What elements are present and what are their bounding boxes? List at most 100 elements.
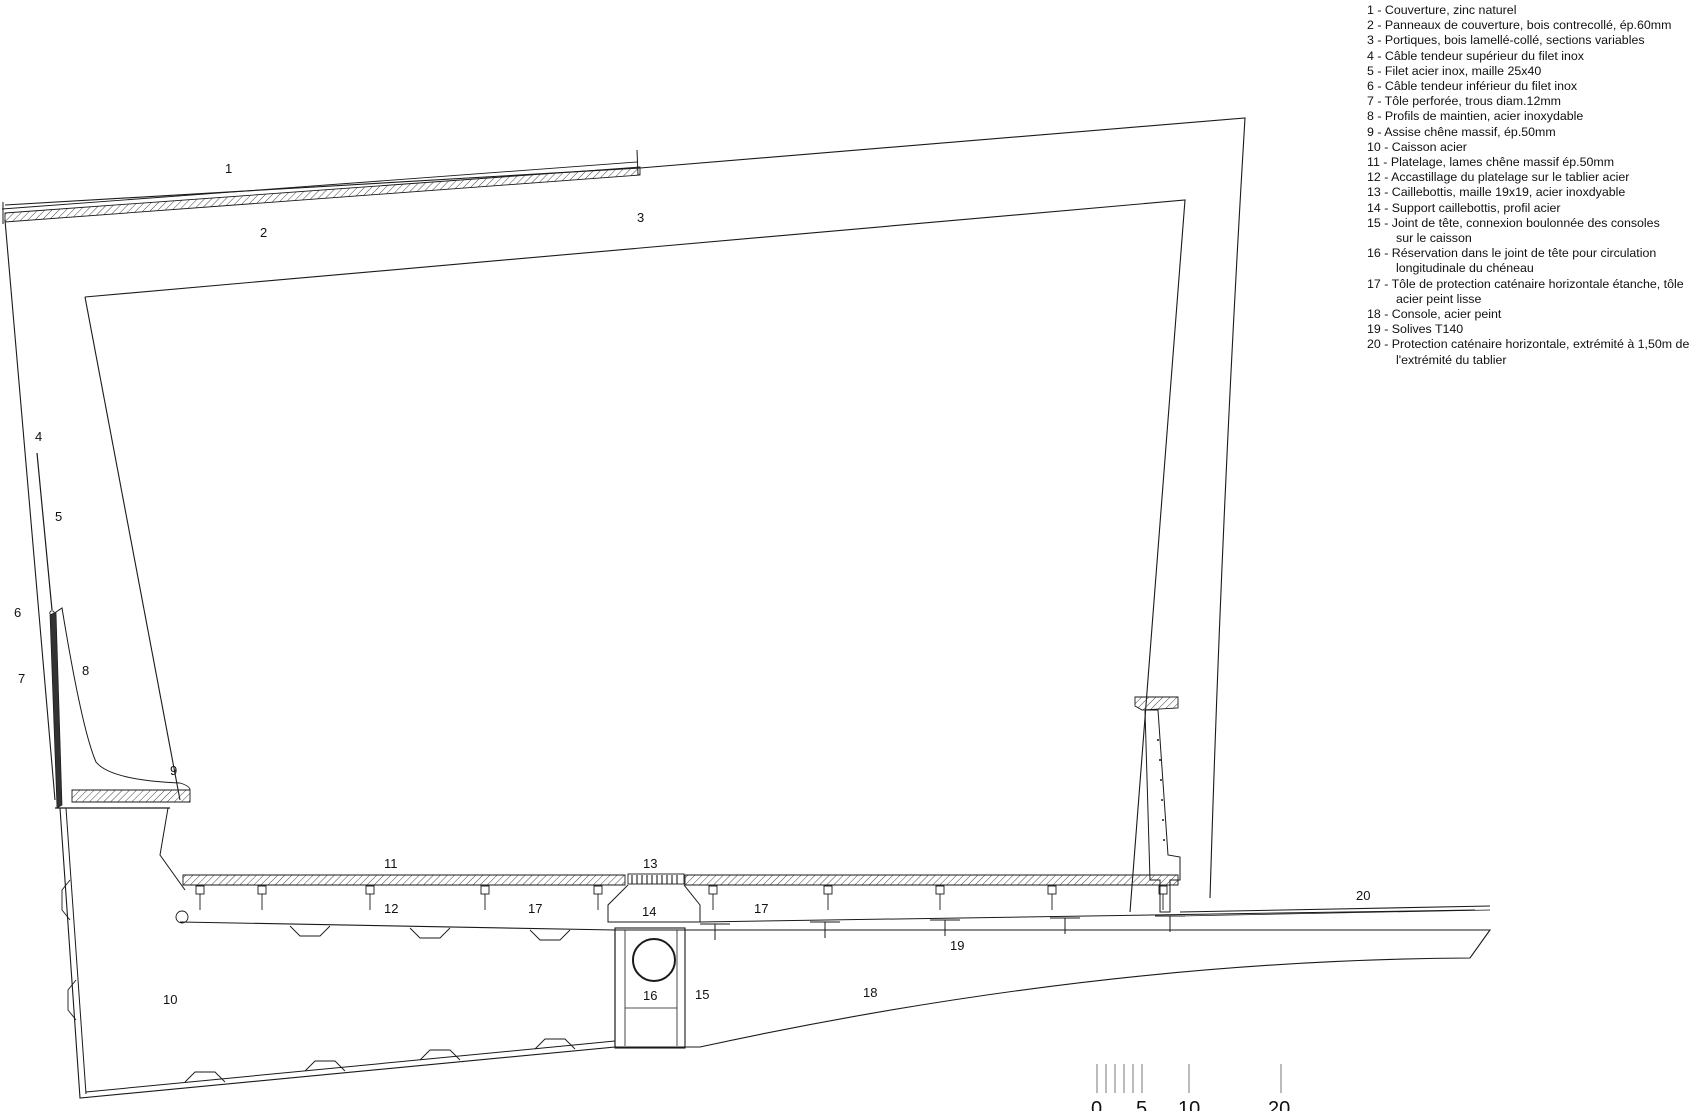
retaining-profile [55, 607, 181, 784]
deck-planks-left [182, 874, 626, 886]
callout-10: 10 [163, 992, 177, 1007]
gutter-reservation [632, 938, 676, 982]
legend-item: 15 - Joint de tête, connexion boulonnée … [1367, 216, 1697, 246]
catenary-extension [1179, 905, 1491, 913]
legend-line: 9 - Assise chêne massif, ép.50mm [1367, 124, 1556, 139]
legend-line: 18 - Console, acier peint [1367, 307, 1502, 322]
callout-9: 9 [170, 763, 177, 778]
legend-line: 1 - Couverture, zinc naturel [1367, 3, 1517, 17]
legend-item: 14 - Support caillebottis, profil acier [1367, 201, 1697, 216]
callout-4: 4 [35, 429, 42, 444]
roof-edge-right [636, 149, 639, 176]
handrail-oak [1134, 696, 1179, 711]
box-bottom-inner [85, 1040, 616, 1093]
box-inner-left [65, 807, 87, 1095]
scale-bar [1096, 1064, 1282, 1093]
legend-item: 11 - Platelage, lames chêne massif ép.50… [1367, 155, 1697, 170]
stiffener-hex [61, 879, 71, 921]
callout-13: 13 [643, 856, 657, 871]
scale-label-10: 10 [1178, 1098, 1200, 1111]
callout-12: 12 [384, 901, 398, 916]
stiffener-hex [67, 979, 77, 1021]
deck-fitting [257, 885, 267, 895]
legend-line: 2 - Panneaux de couverture, bois contrec… [1367, 18, 1672, 33]
legend-item: 6 - Câble tendeur inférieur du filet ino… [1367, 79, 1697, 94]
stiffener-hex [289, 925, 331, 937]
deck-fitting [593, 885, 603, 895]
stiffener-hex [419, 1049, 461, 1061]
stiffener-hex [304, 1060, 346, 1072]
steel-box-outline [59, 807, 1492, 1099]
grating-bars [631, 875, 678, 884]
callout-5: 5 [55, 509, 62, 524]
legend-line: 6 - Câble tendeur inférieur du filet ino… [1367, 79, 1578, 94]
legend-item: 5 - Filet acier inox, maille 25x40 [1367, 64, 1697, 79]
callout-1: 1 [225, 161, 232, 176]
deck-fitting [365, 885, 375, 895]
callout-16: 16 [643, 988, 657, 1003]
legend-item: 17 - Tôle de protection caténaire horizo… [1367, 277, 1697, 307]
callout-17a: 17 [528, 901, 542, 916]
callout-18: 18 [863, 985, 877, 1000]
oak-seat [71, 789, 191, 803]
legend-line: 14 - Support caillebottis, profil acier [1367, 200, 1561, 215]
legend-line: 3 - Portiques, bois lamellé-collé, secti… [1367, 33, 1645, 48]
box-top-chord [179, 921, 616, 931]
callout-7: 7 [18, 671, 25, 686]
catenary-sheet [699, 909, 1476, 923]
legend-line-continued: l'extrémité du tablier [1396, 352, 1507, 367]
callout-15: 15 [695, 987, 709, 1002]
railing-post [1144, 709, 1181, 913]
legend-item: 8 - Profils de maintien, acier inoxydabl… [1367, 109, 1697, 124]
legend-line: 20 - Protection caténaire horizontale, e… [1367, 337, 1690, 352]
legend-item: 12 - Accastillage du platelage sur le ta… [1367, 170, 1697, 185]
legend-item: 4 - Câble tendeur supérieur du filet ino… [1367, 49, 1697, 64]
legend-line: 17 - Tôle de protection caténaire horizo… [1367, 276, 1684, 291]
callout-2: 2 [260, 225, 267, 240]
deck-fitting [1047, 885, 1057, 895]
legend-line: 8 - Profils de maintien, acier inoxydabl… [1367, 109, 1584, 124]
legend-item: 9 - Assise chêne massif, ép.50mm [1367, 125, 1697, 140]
deck-fittings [195, 885, 1168, 910]
legend-item: 13 - Caillebottis, maille 19x19, acier i… [1367, 185, 1697, 200]
legend-line: 5 - Filet acier inox, maille 25x40 [1367, 63, 1542, 78]
legend-item: 20 - Protection caténaire horizontale, e… [1367, 337, 1697, 367]
stiffener-hex [184, 1071, 226, 1083]
stiffener-hex [534, 1038, 576, 1050]
stiffener-hex [409, 927, 451, 939]
deck-fitting [195, 885, 205, 895]
scale-label-5: 5 [1136, 1098, 1147, 1111]
seat-nose [179, 782, 191, 791]
legend-line: 12 - Accastillage du platelage sur le ta… [1367, 170, 1630, 185]
callout-3: 3 [637, 210, 644, 225]
scale-label-20: 20 [1268, 1098, 1290, 1111]
deck-fitting [708, 885, 718, 895]
legend-line-continued: sur le caisson [1396, 231, 1472, 246]
callout-17b: 17 [754, 901, 768, 916]
legend-item: 19 - Solives T140 [1367, 322, 1697, 337]
legend-line: 16 - Réservation dans le joint de tête p… [1367, 246, 1657, 261]
portal-outer [4, 117, 1246, 899]
deck-fitting [935, 885, 945, 895]
callout-11: 11 [384, 856, 398, 871]
legend-line: 7 - Tôle perforée, trous diam.12mm [1367, 94, 1561, 109]
legend-item: 18 - Console, acier peint [1367, 307, 1697, 322]
grating [627, 873, 685, 885]
box-corner-roller [175, 910, 189, 924]
scale-label-0: 0 [1091, 1098, 1102, 1111]
deck-fitting [823, 885, 833, 895]
head-joint [614, 927, 686, 1049]
callout-6: 6 [14, 605, 21, 620]
legend-line: 4 - Câble tendeur supérieur du filet ino… [1367, 48, 1584, 63]
deck-fitting [480, 885, 490, 895]
legend-item: 3 - Portiques, bois lamellé-collé, secti… [1367, 33, 1697, 48]
upper-cable-line [36, 452, 53, 611]
legend-item: 1 - Couverture, zinc naturel [1367, 3, 1697, 18]
deck-planks-right [684, 874, 1179, 886]
catenary-extension-b [1179, 909, 1491, 917]
legend-line: 13 - Caillebottis, maille 19x19, acier i… [1367, 185, 1626, 200]
legend-list: 1 - Couverture, zinc naturel 2 - Panneau… [1367, 3, 1697, 368]
perforated-sheet [49, 611, 63, 809]
